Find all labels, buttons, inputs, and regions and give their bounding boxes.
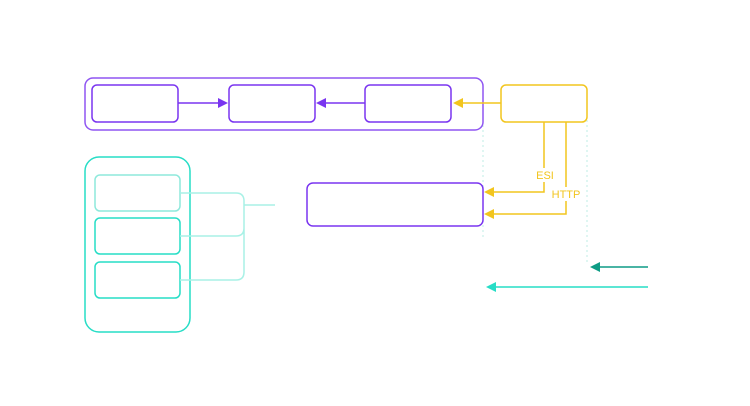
teal-item-3	[94, 261, 181, 299]
purple-node-3	[364, 84, 452, 123]
purple-group-container	[84, 77, 484, 131]
http-connector	[484, 122, 567, 219]
http-label: HTTP	[552, 189, 581, 201]
purple-middle-box	[306, 182, 484, 227]
esi-label: ESI	[536, 170, 554, 182]
teal-group-container	[84, 156, 191, 333]
esi-connector	[484, 122, 545, 197]
esi-label-bg	[535, 168, 555, 182]
teal-item-1	[94, 174, 181, 212]
http-label-bg	[550, 187, 582, 201]
purple-node-1	[91, 84, 179, 123]
teal-item-2	[94, 217, 181, 255]
purple-node-2	[228, 84, 316, 123]
yellow-node	[500, 84, 588, 123]
teal-bracket-connector	[180, 192, 275, 281]
